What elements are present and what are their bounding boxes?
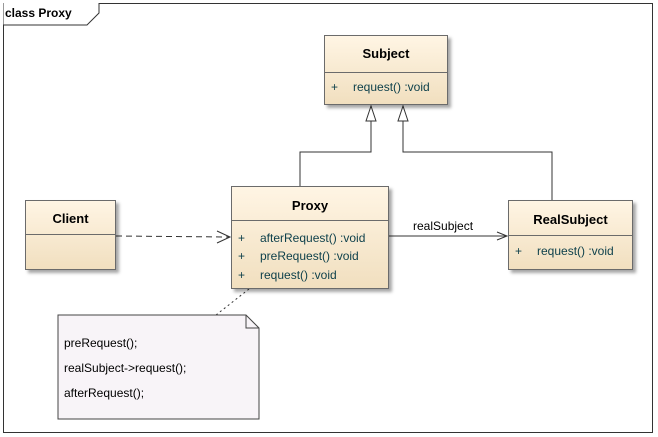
visibility-marker: + — [238, 231, 246, 245]
note-line: preRequest(); — [64, 336, 138, 350]
class-subject[interactable]: Subject + request() :void — [324, 35, 448, 105]
class-proxy[interactable]: Proxy + afterRequest() :void + preReques… — [231, 186, 389, 289]
dependency-client-proxy — [115, 235, 230, 238]
visibility-marker: + — [238, 268, 246, 282]
class-separator — [509, 235, 632, 236]
association-label: realSubject — [413, 219, 474, 233]
note[interactable]: preRequest(); realSubject->request(); af… — [58, 315, 259, 419]
operation-signature: afterRequest() :void — [260, 231, 366, 245]
frame-tab — [3, 3, 100, 26]
visibility-marker: + — [331, 80, 339, 94]
operation-signature: request() :void — [260, 268, 337, 282]
generalization-arrowhead-realsubject — [397, 104, 409, 122]
association-arrowhead — [496, 231, 509, 241]
generalization-proxy-subject — [299, 121, 372, 186]
operation-signature: preRequest() :void — [260, 249, 359, 263]
visibility-marker: + — [238, 249, 246, 263]
class-separator — [26, 234, 115, 235]
operation-signature: request() :void — [537, 244, 614, 258]
dependency-arrowhead — [216, 230, 232, 244]
class-name: Proxy — [291, 198, 329, 213]
class-client[interactable]: Client — [25, 200, 116, 270]
note-line: realSubject->request(); — [64, 361, 187, 375]
note-line: afterRequest(); — [64, 386, 145, 400]
class-name: Subject — [362, 46, 410, 61]
class-realsubject[interactable]: RealSubject + request() :void — [508, 200, 633, 270]
class-name: RealSubject — [533, 212, 608, 227]
diagram-frame — [3, 3, 653, 433]
generalization-realsubject-subject — [402, 121, 553, 200]
frame-title: class Proxy — [5, 6, 72, 20]
class-separator — [325, 72, 447, 73]
generalization-arrowhead-proxy — [365, 104, 377, 122]
class-separator — [232, 220, 388, 221]
visibility-marker: + — [515, 244, 523, 258]
note-anchor-line — [215, 288, 250, 316]
class-name: Client — [52, 211, 89, 226]
operation-signature: request() :void — [353, 80, 430, 94]
note-shape — [57, 314, 260, 420]
